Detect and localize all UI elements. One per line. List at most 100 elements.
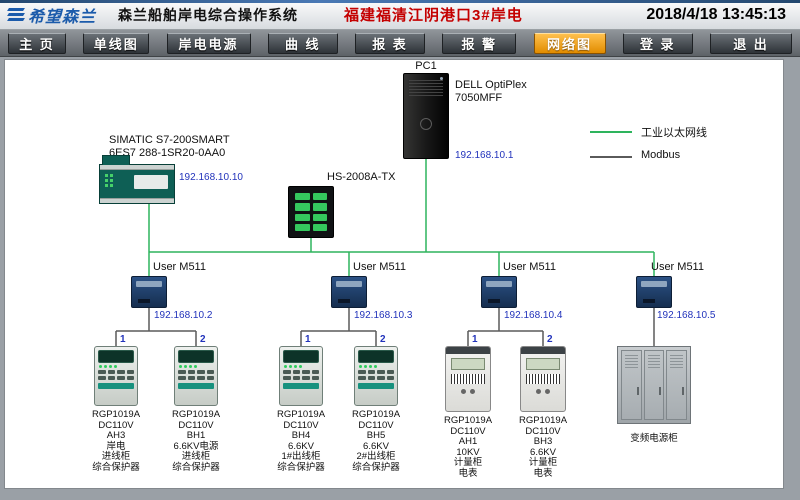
meter-image-bh3 [520,346,566,412]
relay-leds [99,365,134,368]
meter-buttons [446,389,490,394]
relay-keypad [283,370,319,380]
nav-button-network[interactable]: 网络图 [533,32,606,54]
relay-screen [283,350,319,363]
m511-name-2: User M511 [353,261,406,273]
switch-image [288,186,334,238]
modbus-lines [115,308,655,346]
connection-lines [115,159,655,346]
relay-keypad [178,370,214,380]
plc-terminal-strip-bottom [100,198,174,203]
main-nav: 主 页 单线图 岸电电源 曲 线 报 表 报 警 网络图 登 录 退 出 [0,30,800,57]
relay-screen [358,350,394,363]
title-bar: 希望森兰 森兰船舶岸电综合操作系统 福建福清江阴港口3#岸电 2018/4/18… [0,0,800,30]
m511-name-1: User M511 [153,261,206,273]
m511-image-4 [636,276,672,308]
relay-leds [179,365,214,368]
m511-image-2 [331,276,367,308]
relay-strip [283,383,319,389]
switch-port-led [295,203,310,211]
switch-port-led [295,213,310,221]
pc-vents [409,80,443,96]
nav-button-exit[interactable]: 退 出 [710,32,792,54]
port-number: 1 [120,334,126,345]
site-title: 福建福清江阴港口3#岸电 [344,7,523,24]
plc-ip: 192.168.10.10 [179,172,243,183]
app-title: 森兰船舶岸电综合操作系统 [118,6,299,23]
meter-lcd [526,358,560,370]
meter-lcd [451,358,485,370]
meter-barcode [526,374,560,384]
relay-image-bh1 [174,346,218,406]
nav-button-shore-power[interactable]: 岸电电源 [166,32,251,54]
plc-image [99,155,175,204]
nav-button-curves[interactable]: 曲 线 [267,32,338,54]
relay-strip [178,383,214,389]
datetime-display: 2018/4/18 13:45:13 [646,5,786,23]
relay-leds [359,365,394,368]
port-number: 1 [305,334,311,345]
nav-button-login[interactable]: 登 录 [622,32,693,54]
relay-keypad [98,370,134,380]
relay-screen [98,350,134,363]
network-diagram-canvas: 工业以太网线 Modbus PC1 DELL OptiPlex 7050MFF … [4,59,784,489]
legend-modbus-line [590,156,632,158]
relay-image-bh5 [354,346,398,406]
m511-ip-2: 192.168.10.3 [354,310,413,321]
plc-terminal-strip-top [100,165,174,170]
nav-button-reports[interactable]: 报 表 [355,32,425,54]
pc-model-line2: 7050MFF [455,92,503,104]
meter-top-band [446,347,490,354]
plc-label-plate [134,175,168,189]
nav-button-single-line[interactable]: 单线图 [83,32,150,54]
nav-button-alarms[interactable]: 报 警 [442,32,517,54]
plc-model-line2: 6ES7 288-1SR20-0AA0 [109,147,226,159]
cabinet-label: 变频电源柜 [630,433,678,444]
brand-logo: 希望森兰 [7,3,97,27]
legend-ethernet-line [590,131,632,133]
m511-image-3 [481,276,517,308]
switch-port-led [295,193,310,201]
relay-strip [98,383,134,389]
m511-ip-3: 192.168.10.4 [504,310,563,321]
relay-strip [358,383,394,389]
relay-leds [284,365,319,368]
legend-modbus-label: Modbus [641,149,681,161]
meter-buttons [521,389,565,394]
relay-keypad [358,370,394,380]
meter-image-ah1 [445,346,491,412]
pc-logo-ring [420,118,432,130]
cabinet-door [643,350,665,420]
port-number: 2 [200,334,206,345]
port-number: 1 [472,334,478,345]
m511-ip-1: 192.168.10.2 [154,310,213,321]
switch-port-led [312,203,327,211]
pc-tower-image [403,73,449,159]
m511-name-4: User M511 [651,261,704,273]
relay-image-bh4 [279,346,323,406]
meter-top-band [521,347,565,354]
legend-ethernet-label: 工业以太网线 [641,127,707,139]
brand-logo-text: 希望森兰 [28,8,97,26]
cabinet-image [617,346,691,424]
pc-model-line1: DELL OptiPlex [455,79,527,91]
cabinet-door [621,350,642,420]
pc-ip: 192.168.10.1 [455,150,514,161]
switch-port-led [312,213,327,221]
relay-image-ah3 [94,346,138,406]
switch-model-label: HS-2008A-TX [327,171,396,183]
senlan-logo-icon [7,7,25,22]
plc-model-line1: SIMATIC S7-200SMART [109,134,230,146]
nav-button-home[interactable]: 主 页 [8,32,66,54]
pc-power-led [440,77,443,80]
m511-image-1 [131,276,167,308]
meter-barcode [451,374,485,384]
port-number: 2 [547,334,553,345]
cabinet-door [666,350,688,420]
